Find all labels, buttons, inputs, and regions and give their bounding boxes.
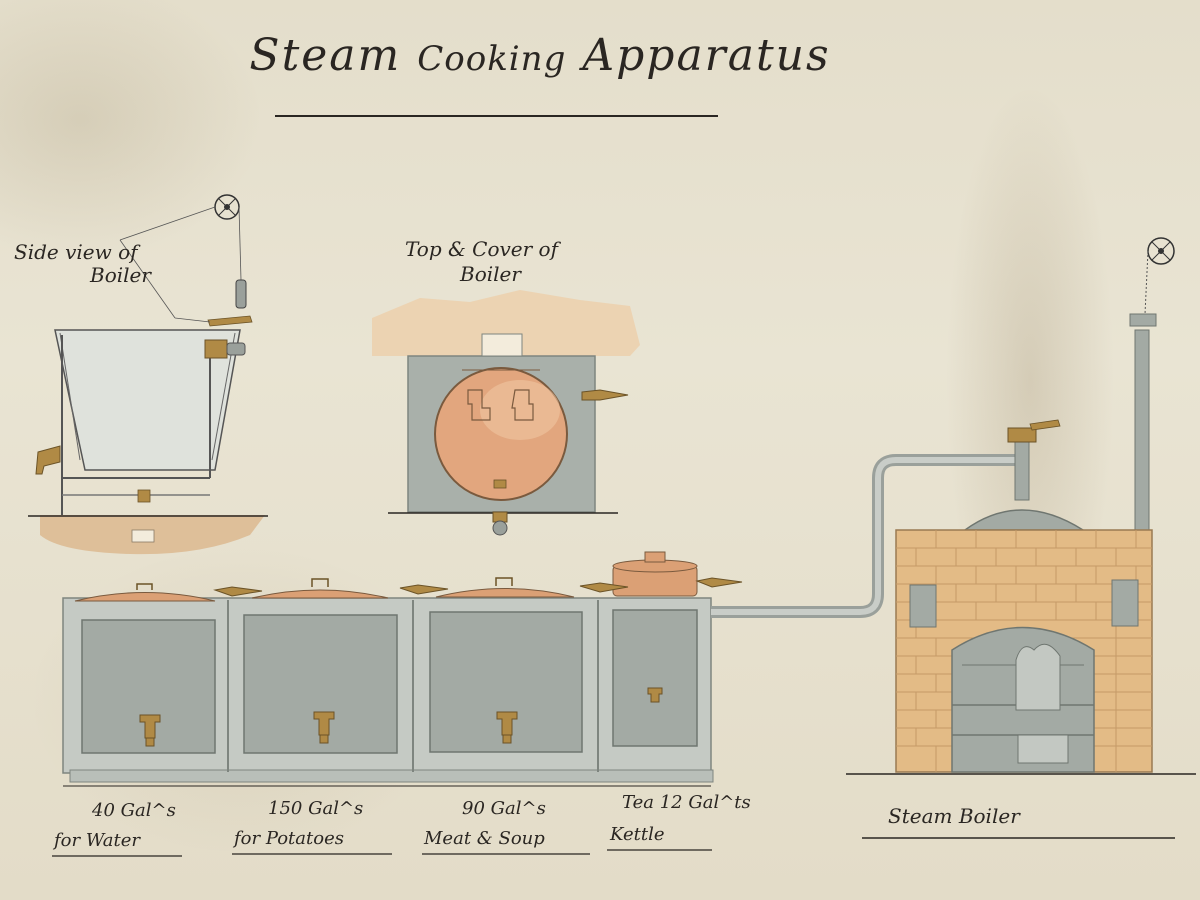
label-steam-boiler: Steam Boiler xyxy=(888,804,1020,828)
title-word-steam: Steam xyxy=(249,30,402,81)
label-top-cover-line2: Boiler xyxy=(460,262,521,286)
vessel-bank xyxy=(62,551,743,783)
vessel-4-purpose: Kettle xyxy=(610,824,665,845)
title-word-apparatus: Apparatus xyxy=(582,30,831,81)
vessel-3-purpose: Meat & Soup xyxy=(424,828,545,849)
vessel-1-capacity: 40 Gal^s xyxy=(92,800,176,821)
vessel-2-purpose: for Potatoes xyxy=(234,828,344,849)
steam-boiler xyxy=(846,237,1196,775)
top-cover-boiler xyxy=(372,290,640,536)
title-word-cooking: Cooking xyxy=(417,39,567,79)
label-side-view-line2: Boiler xyxy=(90,263,151,287)
label-side-view-line1: Side view of xyxy=(14,240,138,264)
lid-copper xyxy=(74,551,698,602)
vessel-4-capacity: Tea 12 Gal^ts xyxy=(622,792,751,813)
vessel-3-capacity: 90 Gal^s xyxy=(462,798,546,819)
vessel-1-purpose: for Water xyxy=(54,830,140,851)
label-top-cover-line1: Top & Cover of xyxy=(405,237,558,261)
steam-pipe xyxy=(711,454,1022,618)
vessel-2-capacity: 150 Gal^s xyxy=(268,798,364,819)
drawing-title: Steam Cooking Apparatus xyxy=(160,30,920,81)
side-view-boiler xyxy=(28,194,268,555)
